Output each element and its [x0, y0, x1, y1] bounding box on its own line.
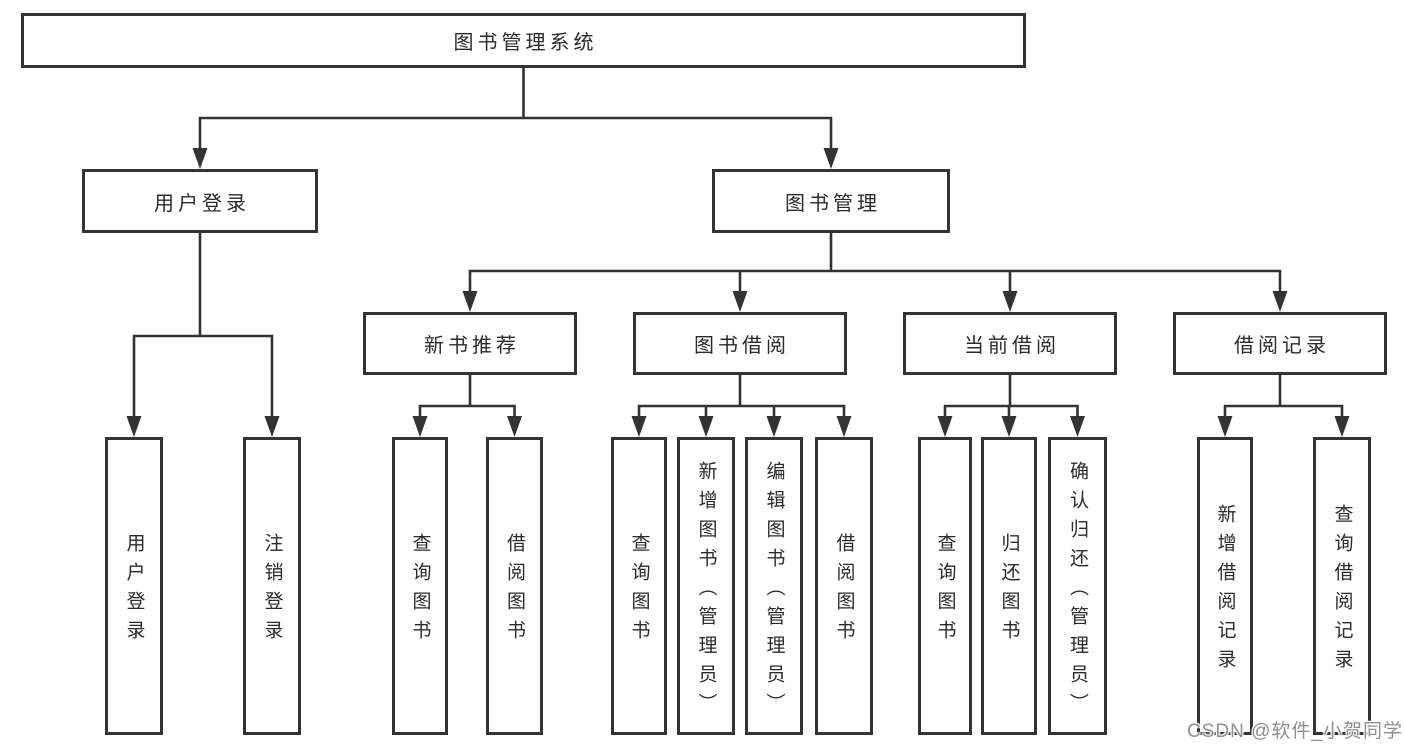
- node-br-query: 查询借阅记录: [1313, 437, 1371, 735]
- node-cb-return: 归还图书: [981, 437, 1037, 735]
- node-cb-query: 查询图书: [918, 437, 972, 735]
- edge-book-borrow: [637, 373, 846, 422]
- arrowhead-icon: [507, 416, 522, 437]
- arrowhead-icon: [732, 291, 748, 312]
- node-login-leaf: 用户登录: [105, 437, 163, 735]
- arrowhead-icon: [836, 416, 852, 437]
- edge-new-book-rec: [418, 373, 516, 422]
- node-nb-borrow: 借阅图书: [486, 437, 543, 735]
- node-new-book-rec: 新书推荐: [363, 312, 577, 375]
- arrowhead-icon: [1002, 291, 1018, 312]
- arrowhead-icon: [412, 416, 428, 437]
- arrowhead-icon: [631, 416, 647, 437]
- watermark: CSDN @软件_小贺同学: [1187, 721, 1403, 742]
- arrowhead-icon: [1001, 416, 1017, 437]
- node-bb-borrow: 借阅图书: [815, 437, 873, 735]
- arrowhead-icon: [1334, 416, 1350, 437]
- edge-book-mgmt: [468, 231, 1282, 297]
- node-bb-query: 查询图书: [611, 437, 667, 735]
- node-bb-add: 新增图书（管理员）: [677, 437, 735, 735]
- edge-user-login: [132, 231, 274, 422]
- node-borrow-record: 借阅记录: [1173, 312, 1387, 375]
- node-book-mgmt: 图书管理: [712, 169, 950, 233]
- arrowhead-icon: [823, 148, 839, 169]
- node-root: 图书管理系统: [21, 13, 1026, 68]
- arrowhead-icon: [1272, 291, 1288, 312]
- arrowhead-icon: [1217, 416, 1233, 437]
- arrowhead-icon: [192, 148, 208, 169]
- node-nb-query: 查询图书: [392, 437, 448, 735]
- arrowhead-icon: [264, 416, 280, 437]
- arrowhead-icon: [937, 416, 953, 437]
- node-book-borrow: 图书借阅: [633, 312, 847, 375]
- node-user-login: 用户登录: [82, 169, 318, 233]
- node-cb-confirm: 确认归还（管理员）: [1048, 437, 1107, 735]
- edge-borrow-record: [1223, 373, 1344, 422]
- arrowhead-icon: [766, 416, 782, 437]
- node-br-add: 新增借阅记录: [1197, 437, 1253, 735]
- arrowhead-icon: [462, 291, 478, 312]
- node-current-borrow: 当前借阅: [903, 312, 1117, 375]
- arrowhead-icon: [698, 416, 714, 437]
- edge-root: [198, 66, 833, 154]
- node-bb-edit: 编辑图书（管理员）: [745, 437, 803, 735]
- arrowhead-icon: [1070, 416, 1085, 437]
- node-logout-leaf: 注销登录: [243, 437, 301, 735]
- arrowhead-icon: [126, 416, 142, 437]
- edge-current-borrow: [943, 373, 1079, 422]
